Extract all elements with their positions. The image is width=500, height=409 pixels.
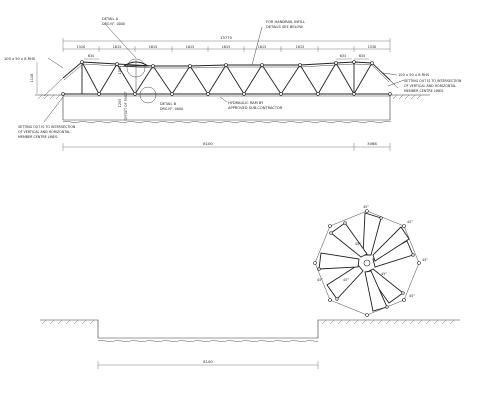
ram-note-2: APPROVED SUB-CONTRACTOR (228, 106, 283, 110)
detail-a-dish (122, 61, 150, 67)
overall-length-label: 13770 (220, 35, 233, 40)
angle-label-1: 45° (363, 205, 369, 209)
bay-width-5: 1615 (222, 45, 230, 49)
detail-b-title: DETAIL B (160, 102, 177, 106)
bay-width-7: 1615 (296, 45, 304, 49)
handrail-note-2: DETAILS SEE BELOW (266, 25, 303, 29)
span-label: 8100 (203, 141, 213, 146)
channel-section: 8100 (40, 319, 460, 369)
right-setout-2: OF VERTICAL AND HORIZONTAL (404, 84, 456, 88)
radial-fins (318, 212, 414, 312)
small-dim-right-2: 634 (359, 54, 365, 58)
angle-label-2: 45° (407, 220, 413, 224)
angle-label-6: 45° (317, 278, 323, 282)
octagon-nodes (313, 209, 421, 317)
detail-b-circle (139, 86, 157, 104)
detail-b-drawing: DRG N°. 0000 (160, 107, 183, 111)
channel-ground (40, 319, 460, 339)
angle-label-3: 45° (422, 258, 428, 262)
right-setout-1: SETTING OUT IS TO INTERSECTION (404, 79, 462, 83)
top-ground (35, 94, 430, 121)
bridge-elevation: 13770 1520 1615 1615 1615 1615 1615 1615… (4, 17, 462, 151)
detail-a-title: DETAIL A (102, 17, 119, 21)
ram-note-1: HYDRAULIC RAM BY (228, 101, 264, 105)
bay-width-6: 1615 (258, 45, 266, 49)
top-chord (62, 61, 391, 81)
bay-width-1: 1520 (77, 45, 85, 49)
bay-width-8: 1530 (368, 45, 376, 49)
right-span-label: 3068 (367, 141, 377, 146)
angle-label-7: 45° (343, 278, 349, 282)
truss-web (81, 61, 373, 95)
channel-water (97, 340, 319, 342)
small-dim-right-1: 634 (340, 54, 346, 58)
detail-a-drawing: DRG N°. 0000 (102, 22, 125, 26)
angle-label-4: 45° (409, 294, 415, 298)
right-setout-3: MEMBER CENTRE LINES. (404, 89, 444, 93)
pivot-offset: 1205 (118, 99, 122, 107)
left-setout-1: SETTING OUT IS TO INTERSECTION (18, 125, 76, 129)
angle-label-8: 45° (381, 272, 387, 276)
left-setout-2: OF VERTICAL AND HORIZONTAL (18, 130, 70, 134)
bay-width-4: 1615 (186, 45, 194, 49)
raised-bridge-view: 45° 45° 45° 45° 45° 45° 45° 45° (313, 205, 428, 317)
angle-label-5: 45° (355, 242, 361, 246)
height-dimension: 1118 (30, 74, 34, 82)
channel-span-label: 8100 (203, 359, 213, 364)
left-member-label: 100 x 50 x 8 RHS (4, 57, 36, 61)
truss-nodes (61, 60, 392, 96)
secondary-height: 1003 (118, 66, 122, 74)
top-water (62, 121, 392, 123)
left-setout-3: MEMBER CENTRE LINES. (18, 135, 58, 139)
handrail-note-1: FOR HANDRAIL INFILL (266, 20, 305, 24)
small-dim-left: 634 (88, 54, 94, 58)
bay-width-2: 1615 (113, 45, 121, 49)
bay-width-3: 1615 (149, 45, 157, 49)
pivot-label: OFFSET OF PIVOT (124, 91, 128, 121)
right-member-label: 100 x 50 x 8 RHS (398, 73, 430, 77)
